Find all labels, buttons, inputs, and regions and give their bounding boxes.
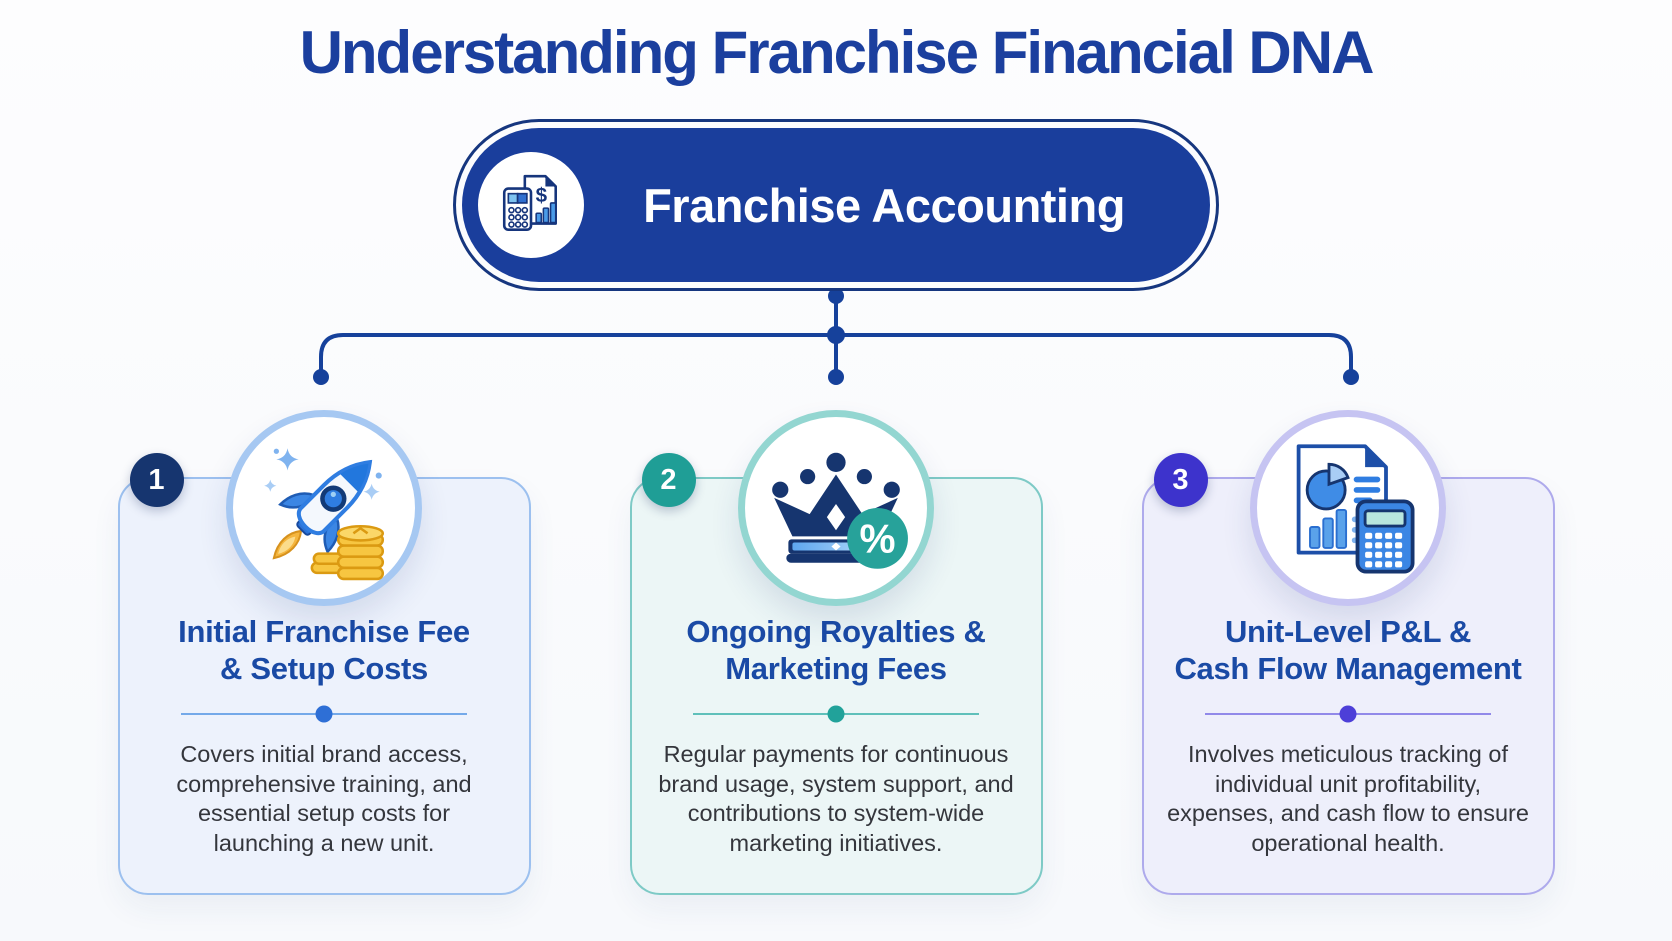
rocket-coins-icon [226,410,422,606]
divider-dot [827,705,845,723]
rocket-coins-glyph [264,448,385,581]
step-number: 1 [148,463,165,496]
step-number: 3 [1172,463,1189,496]
divider [1205,705,1491,723]
crown-percent-icon: % [738,410,934,606]
card-description: Covers initial brand access, comprehensi… [176,741,472,856]
step-number-badge: 1 [129,453,184,507]
calculator-document-glyph: $ [502,174,557,231]
card-description: Involves meticulous tracking of individu… [1167,741,1529,856]
franchise-accounting-pill: $ Franchise Accounting [453,119,1219,291]
svg-text:$: $ [536,184,548,207]
pill-title: Franchise Accounting [643,178,1125,232]
card-title: Ongoing Royalties & Marketing Fees [686,614,986,686]
card-initial-franchise-fee: 1 [117,410,531,895]
card-title: Unit-Level P&L & Cash Flow Management [1174,614,1522,686]
card-unit-level-pl: 3 [1141,410,1555,895]
svg-text:%: % [860,516,896,562]
step-number: 2 [660,463,677,496]
divider-dot [315,705,333,723]
report-calculator-icon [1250,410,1446,606]
calculator-document-icon: $ [478,152,584,258]
cards-row: 1 [0,410,1672,895]
crown-percent-glyph: % [772,452,908,569]
divider [693,705,979,723]
step-number-badge: 2 [641,453,696,507]
report-calculator-glyph [1296,444,1415,574]
pill-body: $ Franchise Accounting [462,128,1210,282]
step-number-badge: 3 [1153,453,1208,507]
card-ongoing-royalties: 2 [629,410,1043,895]
page-title: Understanding Franchise Financial DNA [299,19,1375,86]
divider [181,705,467,723]
divider-dot [1339,705,1357,723]
card-title: Initial Franchise Fee & Setup Costs [178,614,470,686]
card-description: Regular payments for continuous brand us… [658,741,1014,856]
